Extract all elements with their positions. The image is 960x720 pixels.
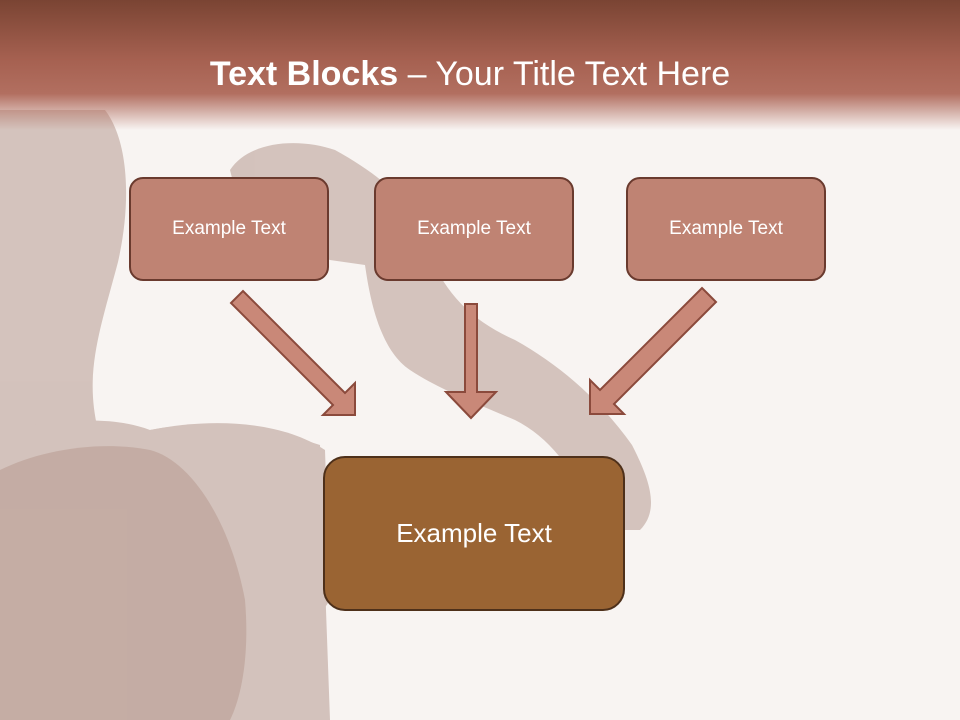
text-block-2-label: Example Text	[417, 218, 531, 239]
title-bar	[0, 0, 960, 130]
arrow-center-icon	[443, 303, 499, 420]
text-block-1-label: Example Text	[172, 218, 286, 239]
page-title: Text Blocks – Your Title Text Here	[0, 52, 940, 96]
main-text-block-label: Example Text	[396, 518, 552, 548]
arrow-right-icon	[589, 286, 718, 415]
text-block-2: Example Text	[374, 177, 574, 281]
main-text-block: Example Text	[323, 456, 625, 611]
text-block-3: Example Text	[626, 177, 826, 281]
title-rest: Your Title Text Here	[435, 55, 731, 93]
title-dash: –	[398, 55, 436, 93]
title-bold-part: Text Blocks	[209, 55, 399, 93]
text-block-3-label: Example Text	[669, 218, 783, 239]
arrow-left-icon	[229, 289, 356, 416]
text-block-1: Example Text	[129, 177, 329, 281]
